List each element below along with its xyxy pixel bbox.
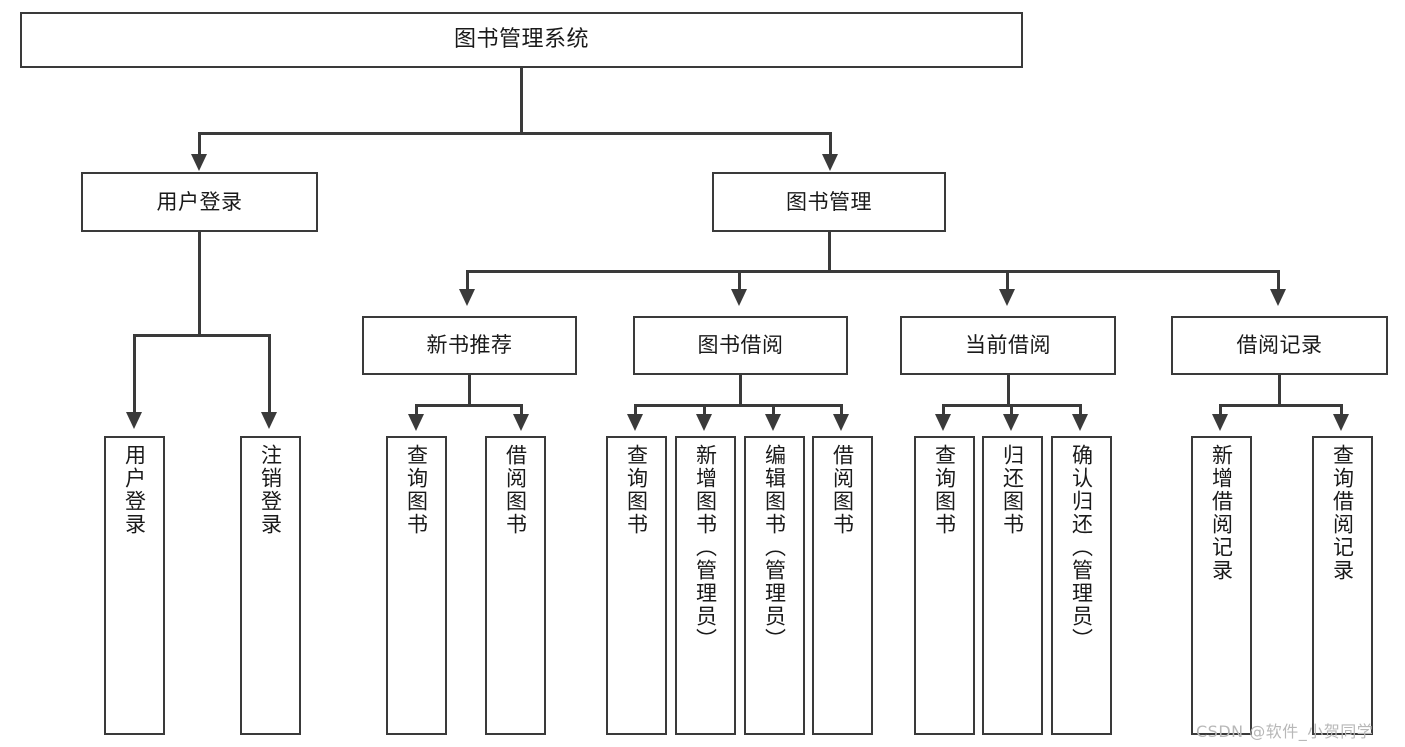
connector-new-book-recommend-drop-2 [520,404,523,416]
connector-user-login-trunk [198,232,201,336]
node-label: 用户登录 [156,189,243,214]
node-label: 借阅图书 [503,444,528,536]
node-label: 查询图书 [624,444,649,536]
node-label: 新增借阅记录 [1209,444,1234,582]
connector-root-to-user-login [198,132,201,158]
node-label: 查询借阅记录 [1330,444,1355,582]
arrow-borrow-record-leaf-2 [1333,414,1349,431]
leaf-query-book-3[interactable]: 查询图书 [914,436,975,735]
arrow-to-borrow-record [1270,289,1286,306]
connector-level2-bus [466,270,1280,273]
arrow-current-borrow-leaf-2 [1003,414,1019,431]
arrow-new-book-recommend-leaf-1 [408,414,424,431]
connector-book-borrow-trunk [739,375,742,406]
connector-new-book-recommend-drop-1 [415,404,418,416]
leaf-confirm-return[interactable]: 确认归还（管理员） [1051,436,1112,735]
arrow-user-login-leaf-2 [261,412,277,429]
leaf-add-record[interactable]: 新增借阅记录 [1191,436,1252,735]
connector-new-book-recommend-trunk [468,375,471,406]
node-label: 编辑图书（管理员） [762,444,787,651]
node-title-box[interactable]: 图书管理系统 [20,12,1023,68]
arrow-book-borrow-leaf-4 [833,414,849,431]
node-new-book-recommend[interactable]: 新书推荐 [362,316,577,375]
leaf-query-book-1[interactable]: 查询图书 [386,436,447,735]
node-book-management[interactable]: 图书管理 [712,172,946,232]
connector-current-borrow-drop-1 [942,404,945,416]
node-label: 注销登录 [258,444,283,536]
leaf-edit-book[interactable]: 编辑图书（管理员） [744,436,805,735]
arrow-current-borrow-leaf-1 [935,414,951,431]
connector-book-borrow-drop-4 [840,404,843,416]
connector-borrow-record-trunk [1278,375,1281,406]
leaf-query-book-2[interactable]: 查询图书 [606,436,667,735]
node-label: 新增图书（管理员） [693,444,718,651]
connector-book-borrow-drop-3 [772,404,775,416]
connector-user-login-bus [133,334,271,337]
arrow-book-borrow-leaf-2 [696,414,712,431]
connector-user-login-drop-2 [268,334,271,414]
node-book-borrow[interactable]: 图书借阅 [633,316,848,375]
arrow-root-to-book-management [822,154,838,171]
connector-current-borrow-drop-2 [1010,404,1013,416]
arrow-to-new-book-recommend [459,289,475,306]
arrow-current-borrow-leaf-3 [1072,414,1088,431]
connector-bus-to-current-borrow [1006,270,1009,292]
node-label: 查询图书 [932,444,957,536]
leaf-query-record[interactable]: 查询借阅记录 [1312,436,1373,735]
connector-book-borrow-drop-2 [703,404,706,416]
node-label: 当前借阅 [965,333,1051,358]
node-label: 借阅图书 [830,444,855,536]
leaf-return-book[interactable]: 归还图书 [982,436,1043,735]
arrow-new-book-recommend-leaf-2 [513,414,529,431]
leaf-user-login[interactable]: 用户登录 [104,436,165,735]
arrow-to-current-borrow [999,289,1015,306]
node-label: 图书管理系统 [453,27,589,53]
leaf-borrow-book-1[interactable]: 借阅图书 [485,436,546,735]
connector-book-management-trunk [828,232,831,272]
connector-root-bus [198,132,832,135]
node-borrow-record[interactable]: 借阅记录 [1171,316,1388,375]
node-label: 借阅记录 [1236,333,1323,358]
node-label: 查询图书 [404,444,429,536]
connector-root-trunk [520,68,523,134]
connector-borrow-record-drop-2 [1340,404,1343,416]
node-label: 图书借阅 [697,333,784,358]
node-label: 新书推荐 [426,333,513,358]
leaf-add-book[interactable]: 新增图书（管理员） [675,436,736,735]
arrow-book-borrow-leaf-3 [765,414,781,431]
connector-new-book-recommend-bus [415,404,523,407]
node-label: 用户登录 [122,444,147,536]
connector-current-borrow-trunk [1007,375,1010,406]
connector-borrow-record-bus [1219,404,1343,407]
leaf-borrow-book-2[interactable]: 借阅图书 [812,436,873,735]
arrow-root-to-user-login [191,154,207,171]
connector-borrow-record-drop-1 [1219,404,1222,416]
arrow-book-borrow-leaf-1 [627,414,643,431]
node-user-login[interactable]: 用户登录 [81,172,318,232]
connector-book-borrow-drop-1 [634,404,637,416]
node-current-borrow[interactable]: 当前借阅 [900,316,1116,375]
leaf-user-logout[interactable]: 注销登录 [240,436,301,735]
connector-book-borrow-bus [634,404,843,407]
connector-bus-to-borrow-record [1277,270,1280,292]
connector-bus-to-new-book-recommend [466,270,469,292]
node-label: 图书管理 [786,189,872,214]
arrow-borrow-record-leaf-1 [1212,414,1228,431]
arrow-to-book-borrow [731,289,747,306]
node-label: 归还图书 [1000,444,1025,536]
node-label: 确认归还（管理员） [1069,444,1094,651]
connector-current-borrow-drop-3 [1079,404,1082,416]
arrow-user-login-leaf-1 [126,412,142,429]
connector-user-login-drop-1 [133,334,136,414]
csdn-watermark: CSDN @软件_小贺同学 [1196,722,1374,741]
connector-root-to-book-management [829,132,832,158]
connector-bus-to-book-borrow [738,270,741,292]
